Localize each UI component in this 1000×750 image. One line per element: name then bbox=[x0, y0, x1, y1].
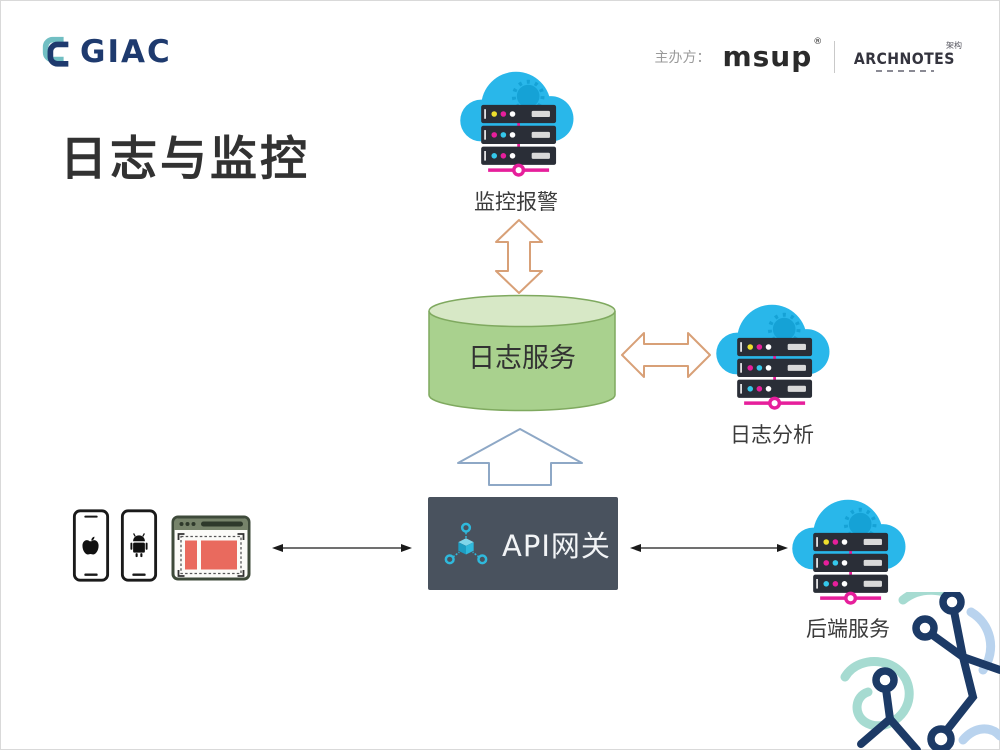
api-gateway-box: API网关 bbox=[428, 497, 618, 590]
archnotes-tagline bbox=[875, 69, 934, 72]
giac-logo-icon bbox=[42, 36, 69, 67]
archnotes-small-text: 架构 bbox=[946, 40, 962, 50]
log-analysis-cloud-server-icon bbox=[714, 303, 832, 410]
arrow-clients-to-gateway bbox=[272, 544, 412, 552]
api-gateway-network-icon bbox=[444, 522, 488, 564]
organizer-block: 主办方： msup® 架构 ARCHNOTES bbox=[654, 36, 962, 73]
network-molecule-decoration bbox=[840, 592, 1000, 750]
double-arrow-log-to-analysis bbox=[621, 332, 711, 378]
msup-logo: msup® bbox=[722, 36, 824, 73]
iphone-icon bbox=[72, 509, 110, 582]
page-title: 日志与监控 bbox=[60, 132, 310, 187]
arrow-gateway-to-backend bbox=[630, 544, 788, 552]
backend-service-cloud-server-icon bbox=[790, 498, 908, 605]
log-service-cylinder: 日志服务 bbox=[427, 294, 617, 413]
monitor-alert-cloud-server-icon bbox=[458, 70, 576, 177]
android-phone-icon bbox=[120, 509, 158, 582]
giac-logo: GIAC bbox=[40, 34, 172, 70]
archnotes-logo: 架构 ARCHNOTES bbox=[847, 40, 962, 72]
log-analysis-label: 日志分析 bbox=[730, 423, 814, 447]
log-service-label: 日志服务 bbox=[468, 343, 576, 374]
up-arrow-gateway-to-log bbox=[457, 428, 583, 486]
archnotes-logo-text: ARCHNOTES bbox=[854, 48, 956, 68]
browser-window-icon bbox=[171, 515, 251, 581]
giac-logo-text: GIAC bbox=[80, 34, 172, 70]
backend-service-label: 后端服务 bbox=[806, 617, 890, 641]
cylinder-shape bbox=[428, 294, 616, 412]
api-gateway-label: API网关 bbox=[502, 528, 611, 563]
double-arrow-log-to-monitor bbox=[495, 219, 543, 294]
monitor-alert-label: 监控报警 bbox=[474, 190, 558, 214]
organizer-label: 主办方： bbox=[654, 49, 711, 66]
registered-mark: ® bbox=[813, 36, 824, 47]
logo-divider bbox=[834, 40, 836, 73]
